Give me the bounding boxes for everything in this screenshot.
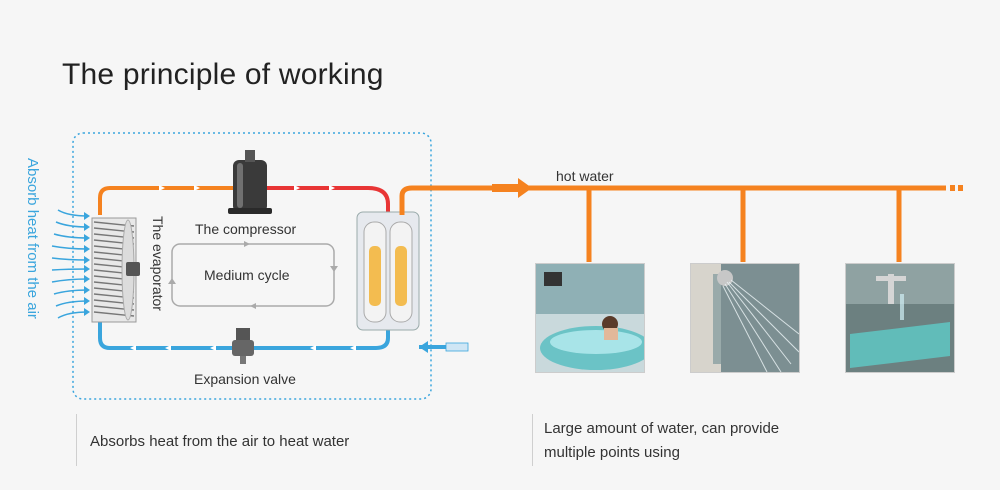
flow-arrows	[130, 185, 356, 351]
shower-photo	[690, 263, 800, 373]
medium-cycle-arrow-top	[244, 241, 250, 247]
cold-water-inlet	[419, 341, 469, 353]
condenser-tank-icon	[356, 211, 420, 331]
medium-cycle-label: Medium cycle	[204, 267, 290, 283]
page-title: The principle of working	[62, 58, 384, 91]
hot-water-dots	[950, 185, 963, 191]
medium-cycle-arrow-bottom	[250, 303, 256, 309]
caption-left: Absorbs heat from the air to heat water	[90, 433, 350, 450]
compressor-icon	[228, 150, 272, 214]
medium-cycle-arrow-left	[168, 278, 176, 284]
evaporator-icon	[91, 217, 140, 323]
caption-left-divider	[76, 414, 77, 466]
air-inflow-arrows	[51, 209, 89, 319]
medium-cycle-arrow-right	[330, 266, 338, 272]
hot-water-arrow-tail	[492, 184, 520, 192]
caption-right-divider	[532, 414, 533, 466]
hot-water-arrow-icon	[518, 178, 532, 198]
compressor-label: The compressor	[195, 221, 297, 237]
evaporator-label: The evaporator	[150, 216, 166, 311]
caption-right-line1: Large amount of water, can provide	[544, 420, 780, 437]
sink-photo	[845, 263, 955, 373]
pipe-discharge	[262, 186, 390, 215]
pipe-suction	[98, 186, 238, 215]
caption-right: Large amount of water, can provide multi…	[544, 417, 779, 465]
bathtub-photo	[535, 263, 645, 373]
side-label-text: Absorb heat from the air	[24, 158, 41, 319]
expansion-valve-icon	[232, 328, 254, 364]
expansion-valve-label: Expansion valve	[194, 371, 296, 387]
air-arrowheads	[84, 212, 90, 316]
unit-boundary	[72, 132, 432, 400]
hot-water-main	[399, 185, 946, 215]
side-label: Absorb heat from the air	[24, 158, 44, 378]
caption-right-line2: multiple points using	[544, 444, 680, 461]
hot-water-label: hot water	[556, 168, 614, 184]
